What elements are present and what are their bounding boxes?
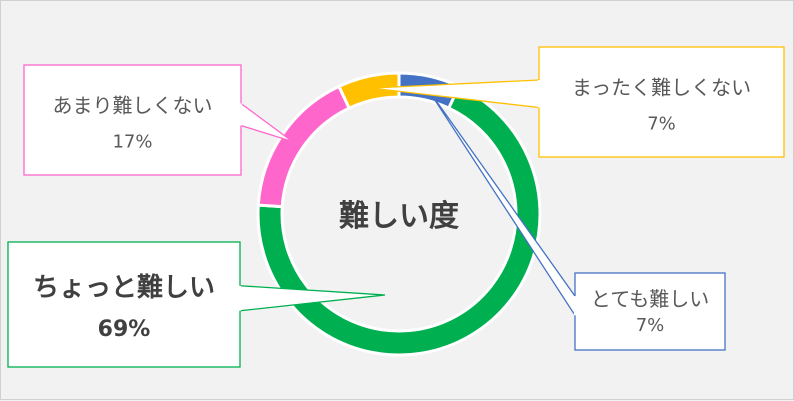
callout-label: まったく難しくない xyxy=(572,75,751,99)
callout-1: ちょっと難しい 69% xyxy=(7,241,386,368)
chart-title: 難しい度 xyxy=(339,199,459,234)
callout-box xyxy=(7,241,241,368)
callout-3: まったく難しくない 7% xyxy=(370,46,785,158)
callout-value: 17% xyxy=(112,132,152,153)
slice-3 xyxy=(336,71,401,111)
callout-label: ちょっと難しい xyxy=(33,273,215,303)
callout-box xyxy=(23,64,242,176)
callout-0: とても難しい 7% xyxy=(426,87,726,351)
slice-2 xyxy=(256,84,352,209)
callout-2: あまり難しくない 17% xyxy=(23,64,293,176)
callout-label: とても難しい xyxy=(591,287,709,311)
callout-label: あまり難しくない xyxy=(53,93,213,117)
callout-pointer xyxy=(240,102,293,143)
callout-box xyxy=(574,272,726,351)
callout-box xyxy=(538,46,785,158)
callout-value: 7% xyxy=(636,315,665,336)
callout-value: 7% xyxy=(647,114,676,135)
callout-boxes: とても難しい 7% ちょっと難しい 69% あまり難しくない 17% まったく難しくない 7% xyxy=(7,46,785,368)
callout-value: 69% xyxy=(98,317,151,342)
